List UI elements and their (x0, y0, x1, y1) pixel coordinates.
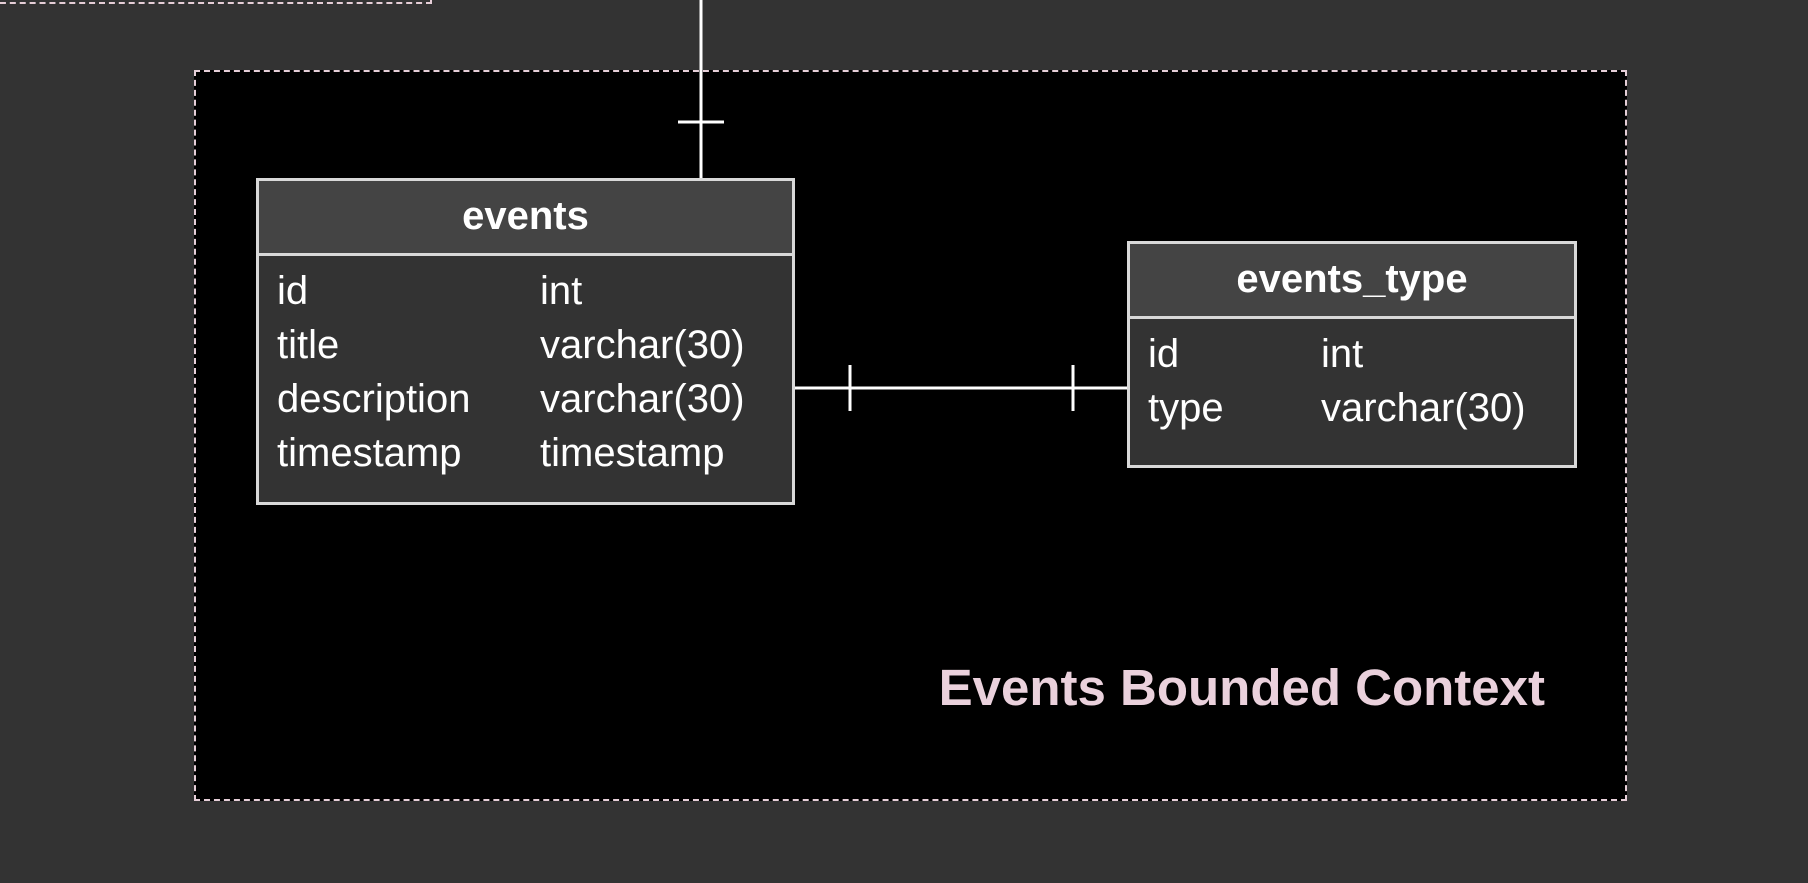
field-type: varchar(30) (540, 323, 745, 367)
field-row: title varchar(30) (277, 318, 792, 372)
field-type: varchar(30) (540, 377, 745, 421)
entity-fields: id int title varchar(30) description var… (259, 256, 792, 480)
field-name: description (277, 377, 471, 421)
context-label: Events Bounded Context (938, 659, 1545, 716)
field-row: description varchar(30) (277, 372, 792, 426)
field-name: id (277, 269, 309, 313)
field-type: int (540, 269, 583, 313)
field-row: id int (277, 264, 792, 318)
adjacent-context-boundary (0, 0, 432, 4)
field-row: timestamp timestamp (277, 426, 792, 480)
entity-events-type[interactable]: events_type id int type varchar(30) (1127, 241, 1577, 468)
field-name: id (1148, 332, 1180, 376)
entity-title: events_type (1130, 244, 1574, 319)
entity-fields: id int type varchar(30) (1130, 319, 1574, 435)
field-type: varchar(30) (1321, 386, 1526, 430)
field-row: id int (1148, 327, 1574, 381)
field-type: int (1321, 332, 1364, 376)
field-type: timestamp (540, 431, 725, 475)
field-name: type (1148, 386, 1224, 430)
field-name: title (277, 323, 340, 367)
field-row: type varchar(30) (1148, 381, 1574, 435)
entity-events[interactable]: events id int title varchar(30) descript… (256, 178, 795, 505)
field-name: timestamp (277, 431, 462, 475)
entity-title: events (259, 181, 792, 256)
